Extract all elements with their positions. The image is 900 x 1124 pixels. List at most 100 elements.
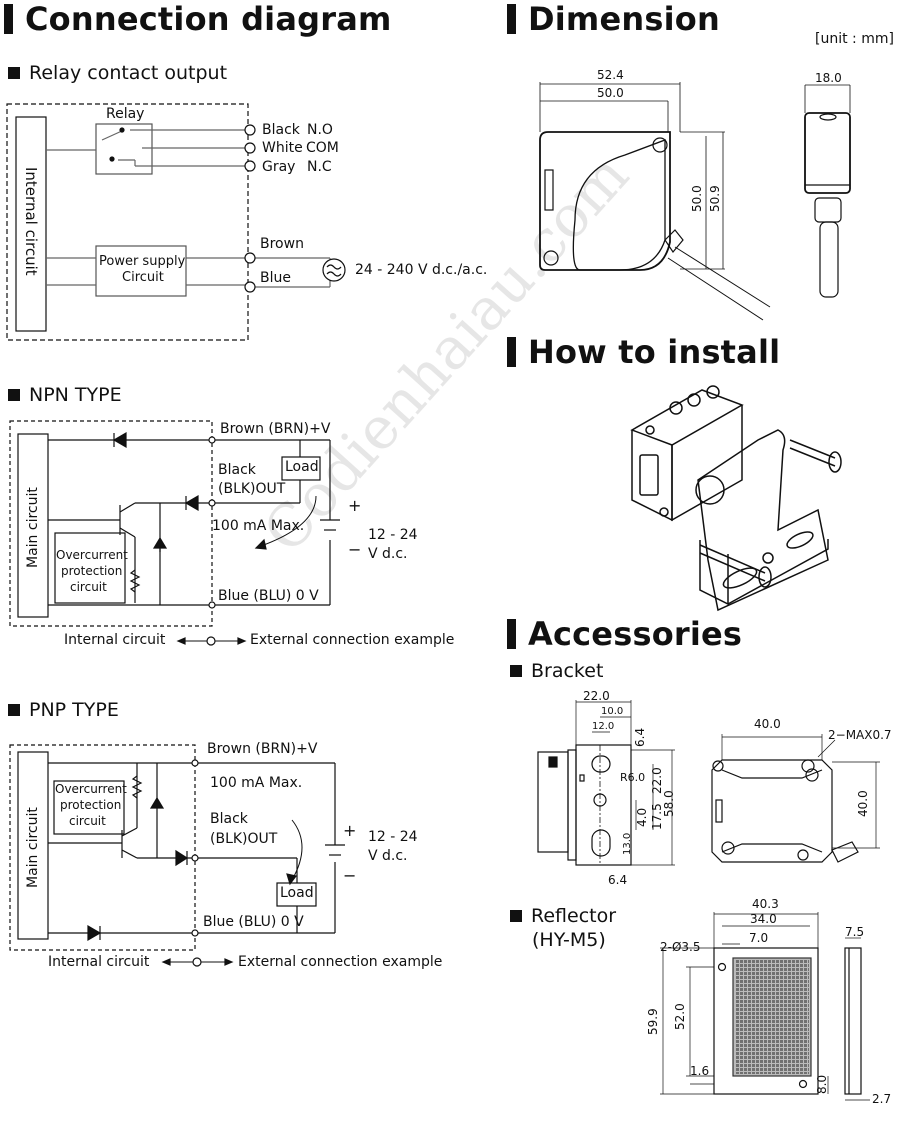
npn-main-label: Main circuit [25, 487, 41, 568]
heading-bar [507, 337, 516, 367]
dim-52-4: 52.4 [597, 68, 624, 82]
pnp-voltage: 12 - 24 [368, 829, 418, 845]
dim-4-0: 4.0 [635, 807, 649, 827]
pnp-main-label: Main circuit [25, 807, 41, 888]
npn-out: (BLK)OUT [218, 481, 286, 497]
npn-oc2: protection [61, 564, 123, 578]
reflector-title: Reflector [531, 905, 617, 927]
dim-50-0: 50.0 [597, 86, 624, 100]
dim-1-6: 1.6 [690, 1064, 710, 1078]
dim-59-9: 59.9 [646, 1008, 660, 1035]
connection-heading: Connection diagram [4, 0, 392, 38]
dim-34-0: 34.0 [750, 912, 777, 926]
npn-max: 100 mA Max. [212, 518, 305, 534]
pnp-minus: − [343, 866, 357, 885]
dim-hole: 2-Ø3.5 [660, 940, 701, 954]
dim-12-0: 12.0 [592, 721, 615, 732]
relay-white: White [262, 140, 303, 156]
accessories-title: Accessories [528, 615, 743, 653]
dim-58-0: 58.0 [662, 790, 676, 817]
npn-black: Black [218, 462, 256, 478]
pnp-oc2: protection [60, 798, 122, 812]
square-bullet [510, 910, 522, 922]
bracket-drawings [537, 700, 880, 866]
npn-oc3: circuit [70, 580, 107, 594]
dim-22-0: 22.0 [583, 689, 610, 703]
dim-52-0: 52.0 [673, 1003, 687, 1030]
pnp-black: Black [210, 811, 248, 827]
square-bullet [8, 67, 20, 79]
bracket-subheading: Bracket [510, 660, 603, 682]
unit-label: [unit : mm] [815, 31, 894, 47]
dim-6-4: 6.4 [633, 727, 647, 747]
dim-7-0: 7.0 [749, 931, 769, 945]
npn-load: Load [285, 459, 319, 475]
pnp-out: (BLK)OUT [210, 831, 278, 847]
pnp-vdc: V d.c. [368, 848, 408, 864]
reflector-pattern [735, 960, 809, 1074]
pnp-max: 100 mA Max. [210, 775, 303, 791]
relay-no: N.O [307, 122, 333, 138]
pnp-subheading: PNP TYPE [8, 699, 119, 721]
npn-vdc: V d.c. [368, 546, 408, 562]
npn-minus: − [348, 540, 362, 559]
power-circuit-label: Circuit [122, 270, 164, 285]
npn-title: NPN TYPE [29, 384, 122, 406]
relay-title: Relay contact output [29, 62, 228, 84]
reflector-model: (HY-M5) [532, 929, 606, 951]
pnp-oc3: circuit [69, 814, 106, 828]
dim-h-50-9: 50.9 [708, 185, 722, 212]
relay-nc: N.C [307, 159, 332, 175]
npn-voltage: 12 - 24 [368, 527, 418, 543]
dim-40-0: 40.0 [754, 717, 781, 731]
relay-gray: Gray [262, 159, 296, 175]
dim-2-7: 2.7 [872, 1092, 892, 1106]
reflector-subheading: Reflector [510, 905, 616, 927]
install-drawing [630, 385, 842, 612]
npn-plus: + [348, 496, 362, 515]
dimension-heading: Dimension [507, 0, 720, 38]
power-supply-label: Power supply [99, 254, 186, 269]
dim-18-0: 18.0 [815, 71, 842, 85]
pnp-title: PNP TYPE [29, 699, 119, 721]
sensor-front-outline [539, 131, 671, 271]
relay-boundary [6, 103, 249, 341]
connection-title: Connection diagram [25, 0, 392, 38]
npn-overcurrent-box [54, 532, 126, 604]
pnp-external: External connection example [238, 954, 443, 970]
square-bullet [8, 704, 20, 716]
pnp-brown: Brown (BRN)+V [207, 741, 318, 757]
relay-internal-circuit-box [15, 116, 47, 332]
dim-h-50-0: 50.0 [690, 185, 704, 212]
install-heading: How to install [507, 333, 780, 371]
pnp-oc1: Overcurrent [55, 782, 127, 796]
bracket-title: Bracket [531, 660, 604, 682]
dim-8-0: 8.0 [815, 1074, 829, 1094]
dim-10-0: 10.0 [601, 706, 624, 717]
relay-label: Relay [106, 106, 145, 122]
npn-subheading: NPN TYPE [8, 384, 122, 406]
relay-brown: Brown [260, 236, 304, 252]
npn-internal: Internal circuit [64, 632, 166, 648]
heading-bar [4, 4, 13, 34]
dim-40-0-r: 40.0 [856, 790, 870, 817]
dimension-title: Dimension [528, 0, 720, 38]
npn-load-box [281, 456, 321, 481]
pnp-load: Load [280, 885, 314, 901]
pnp-boundary [9, 744, 196, 951]
npn-external: External connection example [250, 632, 455, 648]
npn-oc1: Overcurrent [56, 548, 128, 562]
relay-com: COM [306, 140, 339, 156]
npn-brown: Brown (BRN)+V [220, 421, 331, 437]
power-supply-box [95, 245, 187, 297]
dim-r6: R6.0 [620, 771, 646, 784]
relay-supply: 24 - 240 V d.c./a.c. [355, 262, 488, 278]
dim-40-3: 40.3 [752, 897, 779, 911]
accessories-heading: Accessories [507, 615, 742, 653]
square-bullet [8, 389, 20, 401]
dimension-drawings [539, 82, 851, 321]
dim-7-5: 7.5 [845, 925, 865, 939]
dim-6-4-b: 6.4 [608, 873, 628, 887]
pnp-plus: + [343, 821, 357, 840]
